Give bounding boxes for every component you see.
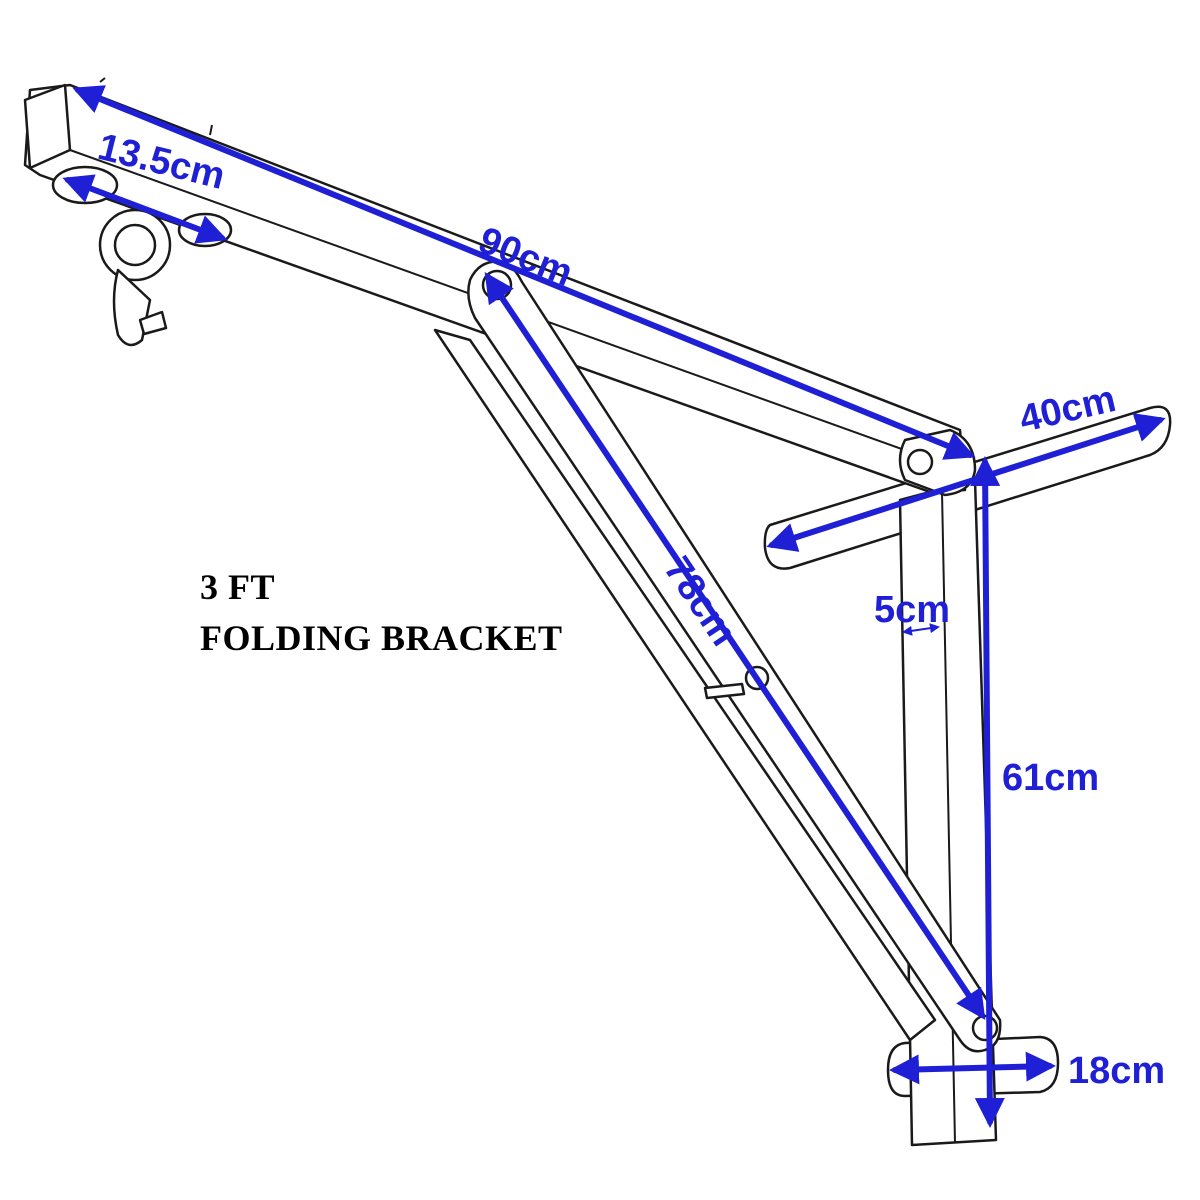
label-18cm: 18cm xyxy=(1068,1050,1165,1092)
label-5cm: 5cm xyxy=(874,589,950,631)
caption-size: 3 FT xyxy=(200,567,276,607)
caption-title: FOLDING BRACKET xyxy=(200,618,563,658)
dim-line-13-5cm xyxy=(62,174,228,244)
dimension-lines xyxy=(62,85,1166,1128)
label-61cm: 61cm xyxy=(1002,757,1099,799)
dim-line-61cm xyxy=(970,456,1005,1128)
dim-line-78cm xyxy=(484,272,986,1020)
dim-line-5cm xyxy=(902,623,940,636)
dim-line-18cm xyxy=(889,1051,1056,1085)
dim-line-40cm xyxy=(766,413,1166,552)
